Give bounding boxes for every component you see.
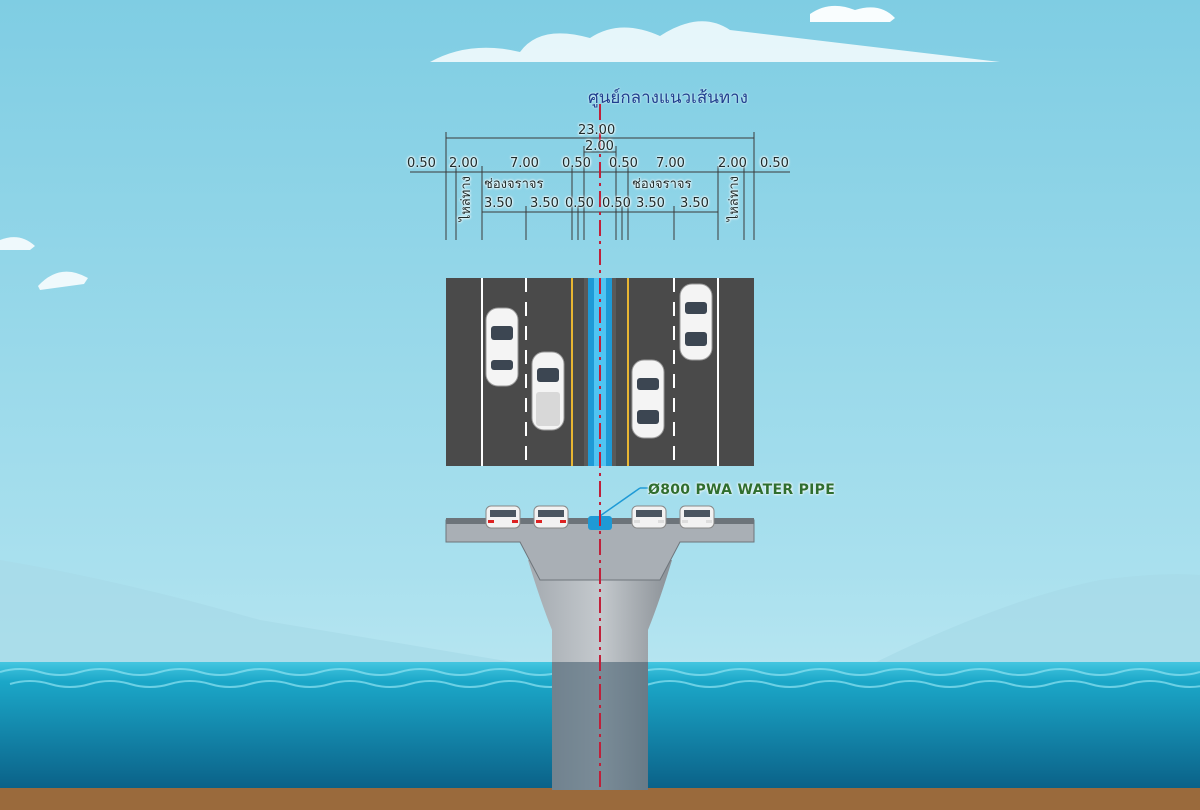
dim-total: 23.00 [578,123,616,138]
dim-lane-1: 3.50 [484,196,513,211]
plan-car [631,359,665,439]
dim-median-total: 2.00 [585,139,614,154]
section-car [679,505,715,529]
dim-top-2: 2.00 [449,156,478,171]
water-pipe-label: Ø800 PWA WATER PIPE [648,482,836,498]
dim-top-1: 0.50 [407,156,436,171]
distant-hills-right [860,574,1200,670]
plan-car [485,307,519,387]
dim-lane-4: 0.50 [602,196,631,211]
section-car [485,505,521,529]
plan-car [679,283,713,361]
plan-cars [485,283,713,439]
seabed [0,788,1200,810]
dim-lane-5: 3.50 [636,196,665,211]
dim-top-5: 0.50 [609,156,638,171]
dim-top-6: 7.00 [656,156,685,171]
dim-top-8: 0.50 [760,156,789,171]
distant-hills [0,560,560,670]
centerline-label: ศูนย์กลางแนวเส้นทาง [588,88,748,108]
pipe-leader-line [599,487,641,517]
plan-car [531,351,565,431]
zone-carriageway-right: ช่องจราจร [632,177,692,192]
dim-lane-2: 3.50 [530,196,559,211]
dim-lane-3: 0.50 [565,196,594,211]
dim-top-7: 2.00 [718,156,747,171]
section-car [533,505,569,529]
zone-carriageway-left: ช่องจราจร [484,177,544,192]
zone-shoulder-left: ไหล่ทาง [459,176,474,222]
dim-top-3: 7.00 [510,156,539,171]
zone-shoulder-right: ไหล่ทาง [727,176,742,222]
dim-top-4: 0.50 [562,156,591,171]
section-car [631,505,667,529]
section-cars [485,505,715,529]
clouds [0,5,1000,290]
dim-lane-6: 3.50 [680,196,709,211]
